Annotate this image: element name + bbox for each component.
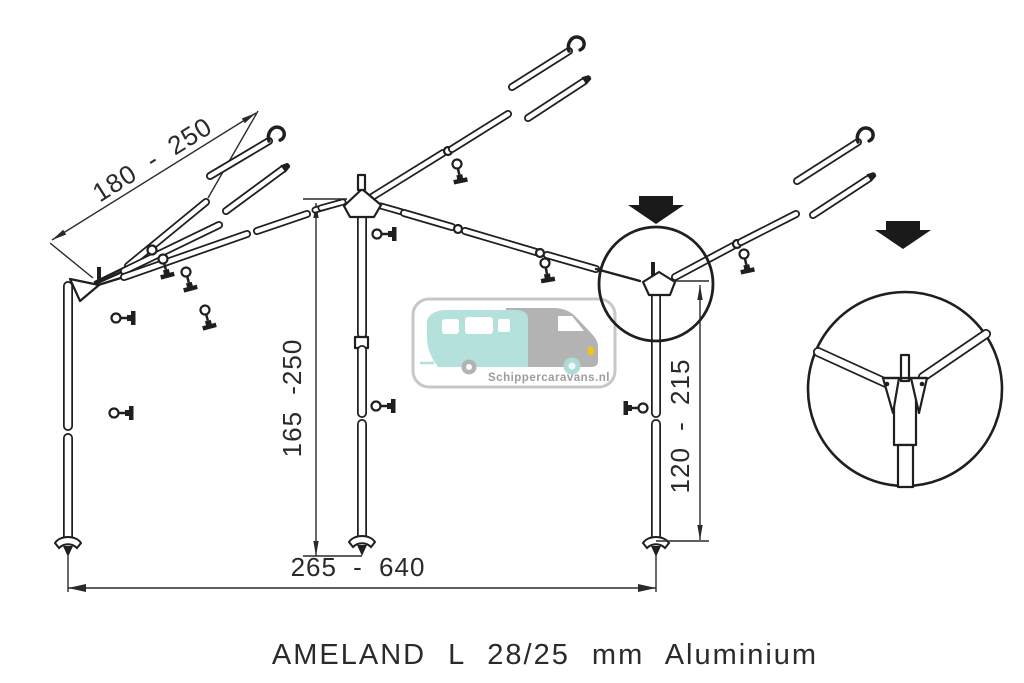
pole-foot	[54, 536, 82, 558]
thumbscrew-icon	[622, 399, 649, 417]
watermark-text: Schippercaravans.nl	[488, 372, 610, 384]
thumbscrew-icon	[370, 397, 397, 415]
rail-hook-icon	[262, 122, 289, 148]
corner-pole-height-label: 120 - 215	[665, 359, 695, 494]
rafter-length-label: 180 - 250	[87, 111, 217, 208]
center-pole-height-label: 165 -250	[277, 339, 307, 458]
detail-pole-lower	[896, 443, 915, 489]
detail-spigot-pin	[899, 353, 911, 383]
thumbscrew-icon	[371, 225, 398, 243]
pole-clamp-ring	[146, 244, 158, 256]
thumbscrew-icon	[195, 302, 219, 332]
motorhome-icon	[506, 308, 598, 375]
diagram-title: AMELAND L 28/25 mm Aluminium	[272, 639, 818, 671]
frame-width-label: 265 - 640	[291, 552, 426, 582]
thumbscrew-icon	[108, 404, 135, 422]
dim-center-pole-height: 165 -250	[277, 198, 362, 557]
thumbscrew-icon	[536, 256, 557, 285]
caravan-icon	[420, 310, 528, 375]
down-arrow-icon	[628, 196, 684, 224]
center-peak-assembly	[317, 32, 642, 557]
thumbscrew-icon	[176, 264, 200, 294]
dim-corner-pole-height: 120 - 215	[656, 280, 709, 542]
thumbscrew-icon	[734, 246, 757, 276]
corner-bracket	[68, 277, 101, 303]
headlight	[587, 346, 595, 356]
corner-bracket	[641, 270, 677, 297]
joint-detail-circle	[806, 290, 1004, 489]
peak-bracket	[342, 187, 383, 219]
dim-frame-width: 265 - 640	[67, 552, 656, 592]
thumbscrew-icon	[110, 309, 137, 327]
right-corner-assembly	[597, 123, 878, 592]
down-arrow-icon	[875, 221, 931, 249]
thumbscrew-icon	[447, 156, 470, 186]
corner-highlight-circle	[597, 225, 715, 343]
watermark-logo: Schippercaravans.nl	[411, 297, 617, 389]
peak-spigot-pin	[356, 173, 367, 192]
